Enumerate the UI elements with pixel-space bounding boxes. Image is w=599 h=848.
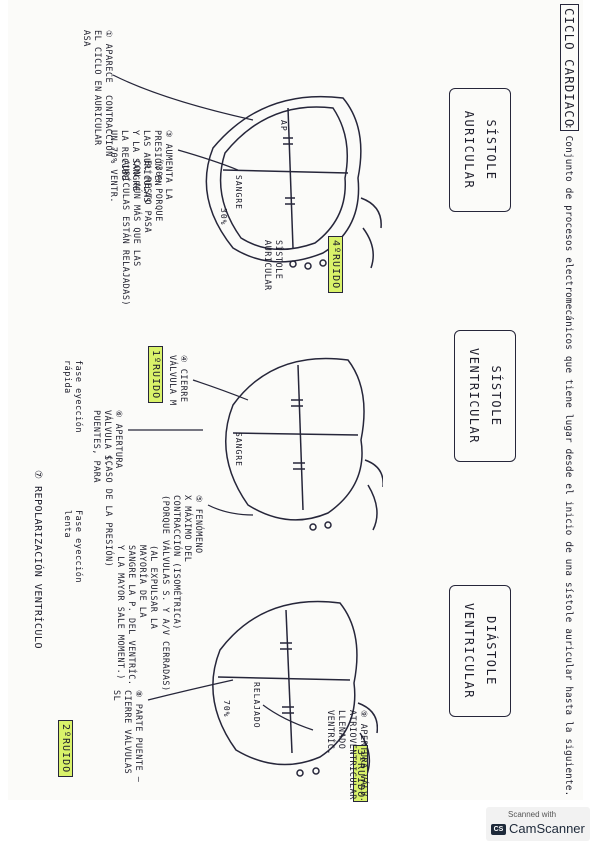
av-plane — [287, 107, 294, 249]
vessel — [362, 227, 374, 269]
heart-outline — [224, 357, 365, 521]
vessel — [357, 702, 378, 734]
heart-inner — [219, 106, 348, 251]
septum — [222, 169, 349, 174]
valve-marks — [283, 137, 295, 205]
vessel-stub — [312, 767, 320, 775]
heart-outline — [205, 95, 362, 263]
notebook-page: CICLO CARDIACO : Conjunto de procesos el… — [8, 0, 583, 802]
camscanner-watermark: Scanned with CS CamScanner — [486, 807, 590, 841]
vessel — [367, 484, 378, 531]
annotation-arrows — [112, 74, 314, 731]
watermark-brand: CamScanner — [509, 821, 585, 836]
av-plane — [285, 609, 293, 754]
vessel-stub — [324, 521, 332, 529]
arrow — [177, 149, 239, 171]
vessel-stub — [309, 523, 317, 531]
vessel-stub — [319, 259, 327, 267]
heart-outline — [212, 600, 358, 766]
septum — [232, 432, 359, 436]
vessel — [364, 459, 383, 488]
vessel-stub — [304, 262, 312, 270]
arrow — [192, 379, 249, 401]
vessel — [360, 197, 382, 229]
arrow — [147, 679, 234, 701]
arrow — [207, 504, 254, 516]
arrow — [262, 704, 314, 731]
heart-diagram-2 — [224, 357, 383, 531]
septum — [217, 676, 351, 681]
av-plane — [297, 364, 304, 511]
camscanner-logo-icon: CS — [491, 824, 506, 835]
heart-diagram-3 — [212, 600, 378, 778]
vessel-stub — [296, 769, 304, 777]
valve-marks — [291, 399, 305, 470]
vessel-stub — [289, 260, 297, 268]
valve-marks — [280, 642, 294, 714]
arrow — [112, 74, 254, 121]
heart-diagram-1 — [205, 95, 382, 270]
rotated-notes: CICLO CARDIACO : Conjunto de procesos el… — [8, 0, 583, 802]
watermark-small-text: Scanned with — [508, 810, 557, 819]
